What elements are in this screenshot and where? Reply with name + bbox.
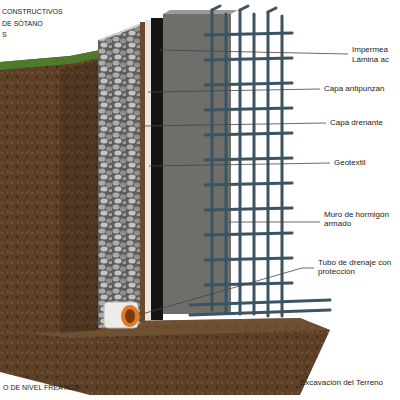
part-label: S — [2, 31, 7, 39]
drain-pipe — [104, 302, 139, 328]
gravel-layer — [98, 24, 145, 328]
part-label: Excavación del Terreno — [300, 378, 383, 387]
part-label: Capa drenante — [330, 118, 383, 127]
part-label: Geotextil — [334, 158, 366, 167]
part-label: DE SÓTANO — [2, 20, 43, 28]
part-label: O DE NIVEL FREÁTICO — [3, 384, 79, 392]
membrane-layers — [140, 18, 163, 322]
soil-block — [0, 50, 100, 335]
part-label: Lámina ac — [352, 55, 389, 64]
part-label: CONSTRUCTIVOS — [2, 8, 63, 16]
part-label: Impermea — [352, 45, 388, 54]
part-label: Capa antipunzan — [324, 84, 385, 93]
part-label: Tubo de drenaje con protección — [318, 258, 396, 276]
part-label: Muro de hormigón armado — [324, 210, 396, 228]
concrete-wall — [163, 10, 238, 314]
leader-lines — [142, 50, 348, 314]
